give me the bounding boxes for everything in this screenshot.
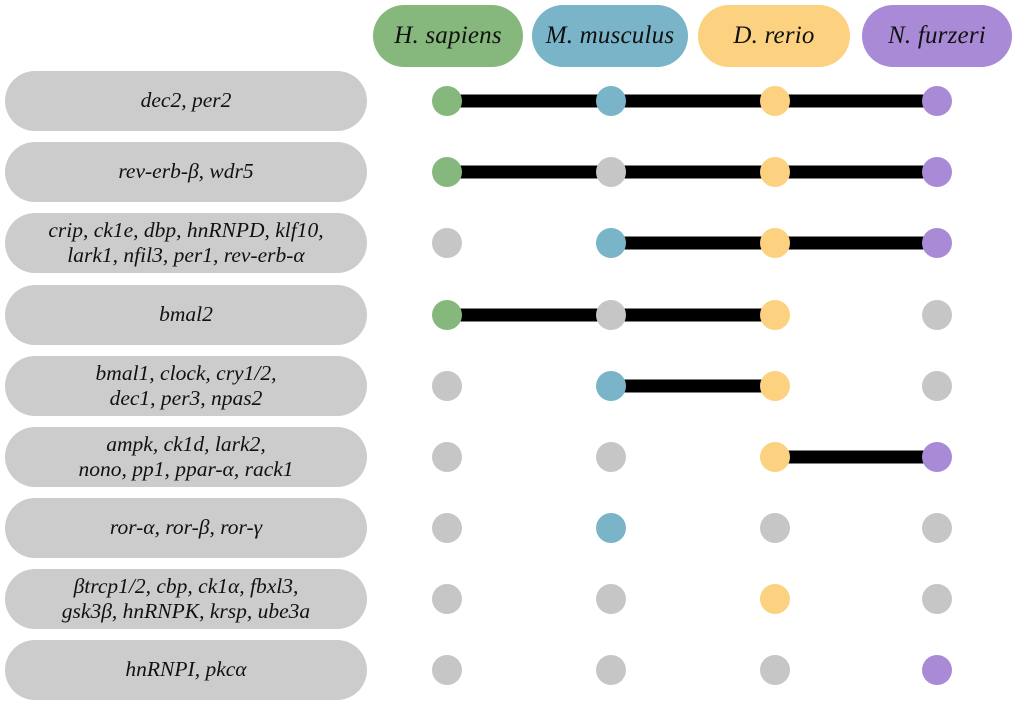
gene-group-label-line: hnRNPI, pkcα <box>125 657 247 682</box>
gene-group-label-line: lark1, nfil3, per1, rev-erb-α <box>67 243 305 267</box>
species-header-label: M. musculus <box>545 22 675 49</box>
gene-group-label-line: nono, pp1, ppar-α, rack1 <box>78 457 294 481</box>
gene-group-label-line: dec1, per3, npas2 <box>109 386 263 410</box>
gene-group-label-line: βtrcp1/2, cbp, ck1α, fbxl3, <box>73 573 299 598</box>
matrix-dot-present[interactable] <box>760 584 790 614</box>
gene-group-label-line: crip, ck1e, dbp, hnRNPD, klf10, <box>48 217 324 242</box>
matrix-dot-present[interactable] <box>922 442 952 472</box>
species-header-label: N. furzeri <box>888 22 986 49</box>
matrix-dot-present[interactable] <box>922 228 952 258</box>
gene-group-label-pill[interactable]: bmal2 <box>5 285 367 345</box>
matrix-dot-present[interactable] <box>760 300 790 330</box>
species-header-pill[interactable]: M. musculus <box>532 5 688 67</box>
gene-group-label-pill[interactable]: ampk, ck1d, lark2,nono, pp1, ppar-α, rac… <box>5 427 367 487</box>
matrix-dot-absent[interactable] <box>922 584 952 614</box>
matrix-dot-present[interactable] <box>596 371 626 401</box>
gene-group-label-text: dec2, per2 <box>141 88 232 113</box>
matrix-dot-present[interactable] <box>596 228 626 258</box>
species-header-label: H. sapiens <box>394 22 502 49</box>
matrix-dot-present[interactable] <box>432 157 462 187</box>
gene-group-label-line: ampk, ck1d, lark2, <box>106 431 266 456</box>
gene-group-label-line: rev-erb-β, wdr5 <box>118 159 254 184</box>
gene-group-label-text: bmal2 <box>159 302 213 327</box>
matrix-dot-present[interactable] <box>760 371 790 401</box>
matrix-dot-present[interactable] <box>596 86 626 116</box>
gene-group-label-pill[interactable]: rev-erb-β, wdr5 <box>5 142 367 202</box>
connector-line <box>775 450 937 464</box>
matrix-dot-absent[interactable] <box>432 442 462 472</box>
gene-group-label-text: hnRNPI, pkcα <box>125 657 246 682</box>
matrix-dot-absent[interactable] <box>432 513 462 543</box>
matrix-dot-present[interactable] <box>922 157 952 187</box>
gene-group-label-line: bmal1, clock, cry1/2, <box>95 360 277 385</box>
matrix-dot-present[interactable] <box>760 228 790 258</box>
connector-line <box>611 379 775 393</box>
gene-group-label-line: ror-α, ror-β, ror-γ <box>109 515 263 540</box>
species-header-pill[interactable]: H. sapiens <box>373 5 523 67</box>
gene-group-label-text: rev-erb-β, wdr5 <box>118 159 253 184</box>
matrix-dot-absent[interactable] <box>432 228 462 258</box>
gene-group-label-pill[interactable]: βtrcp1/2, cbp, ck1α, fbxl3,gsk3β, hnRNPK… <box>5 569 367 629</box>
gene-group-label-text: ampk, ck1d, lark2,nono, pp1, ppar-α, rac… <box>78 432 293 482</box>
matrix-dot-absent[interactable] <box>760 655 790 685</box>
gene-group-label-text: βtrcp1/2, cbp, ck1α, fbxl3,gsk3β, hnRNPK… <box>62 574 310 624</box>
matrix-dot-absent[interactable] <box>596 584 626 614</box>
matrix-dot-absent[interactable] <box>922 371 952 401</box>
gene-group-label-pill[interactable]: hnRNPI, pkcα <box>5 640 367 700</box>
gene-group-label-pill[interactable]: dec2, per2 <box>5 71 367 131</box>
matrix-dot-absent[interactable] <box>760 513 790 543</box>
species-header-pill[interactable]: D. rerio <box>698 5 850 67</box>
gene-group-label-text: bmal1, clock, cry1/2,dec1, per3, npas2 <box>96 361 277 411</box>
gene-group-label-pill[interactable]: ror-α, ror-β, ror-γ <box>5 498 367 558</box>
species-header-pill[interactable]: N. furzeri <box>862 5 1012 67</box>
matrix-dot-present[interactable] <box>760 157 790 187</box>
matrix-dot-present[interactable] <box>922 655 952 685</box>
species-header-label: D. rerio <box>733 22 815 49</box>
gene-group-label-pill[interactable]: crip, ck1e, dbp, hnRNPD, klf10,lark1, nf… <box>5 213 367 273</box>
matrix-dot-absent[interactable] <box>432 655 462 685</box>
connector-line <box>447 165 937 179</box>
gene-group-label-line: gsk3β, hnRNPK, krsp, ube3a <box>61 599 311 623</box>
matrix-dot-present[interactable] <box>760 86 790 116</box>
matrix-dot-absent[interactable] <box>922 513 952 543</box>
species-header-row: H. sapiens M. musculus D. rerio N. furzeri <box>0 5 1020 67</box>
connector-line <box>447 94 937 108</box>
matrix-dot-absent[interactable] <box>596 157 626 187</box>
gene-group-label-line: bmal2 <box>159 302 213 327</box>
matrix-dot-absent[interactable] <box>922 300 952 330</box>
matrix-dot-present[interactable] <box>922 86 952 116</box>
matrix-dot-absent[interactable] <box>432 371 462 401</box>
matrix-dot-absent[interactable] <box>596 300 626 330</box>
gene-group-label-pill[interactable]: bmal1, clock, cry1/2,dec1, per3, npas2 <box>5 356 367 416</box>
matrix-dot-present[interactable] <box>760 442 790 472</box>
matrix-dot-absent[interactable] <box>432 584 462 614</box>
gene-group-label-text: crip, ck1e, dbp, hnRNPD, klf10,lark1, nf… <box>48 218 323 268</box>
matrix-dot-present[interactable] <box>432 86 462 116</box>
gene-group-label-text: ror-α, ror-β, ror-γ <box>110 515 262 540</box>
matrix-dot-present[interactable] <box>596 513 626 543</box>
matrix-dot-present[interactable] <box>432 300 462 330</box>
matrix-dot-absent[interactable] <box>596 655 626 685</box>
matrix-dot-absent[interactable] <box>596 442 626 472</box>
gene-group-label-line: dec2, per2 <box>140 88 232 113</box>
